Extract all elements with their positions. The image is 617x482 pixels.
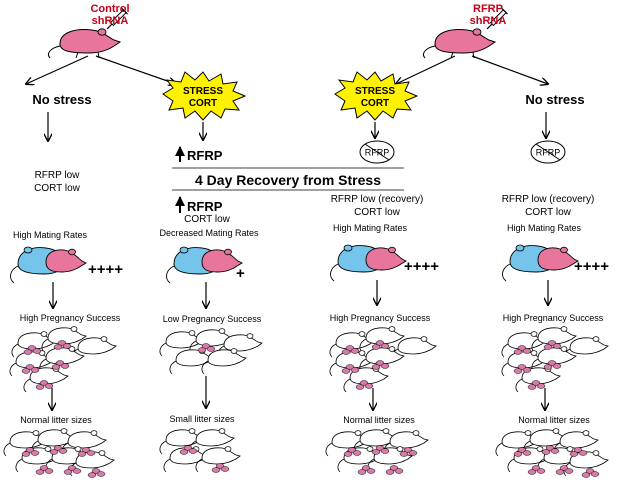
mating-pair-illustration — [330, 244, 407, 282]
mating-pair-illustration — [166, 246, 243, 284]
rfrp-blocked-icon: RFRP — [530, 140, 566, 164]
stress-burst: STRESS CORT — [162, 71, 247, 121]
mating-label: High Mating Rates — [13, 230, 88, 240]
mating-label: Decreased Mating Rates — [159, 228, 259, 238]
hormone-line-2: CORT low — [34, 183, 81, 194]
pregnancy-label: High Pregnancy Success — [20, 313, 121, 323]
hormone-line-1: RFRP low (recovery) — [502, 194, 595, 205]
hormone-line-1: RFRP low (recovery) — [331, 194, 424, 205]
rfrp-shrna-label-2: shRNA — [470, 15, 507, 27]
pregnant-mice-group — [9, 326, 117, 393]
litter-group — [159, 428, 241, 473]
hormone-line-2: CORT low — [525, 207, 572, 218]
no-stress-label: No stress — [32, 92, 91, 107]
arrow — [396, 55, 456, 84]
mating-marks: + — [236, 265, 245, 282]
mating-pair-illustration — [10, 246, 87, 284]
mating-pair-illustration — [502, 244, 579, 282]
rfrp-mouse — [422, 28, 497, 59]
pregnancy-label: High Pregnancy Success — [330, 313, 431, 323]
litter-label: Normal litter sizes — [20, 415, 92, 425]
recovery-banner: 4 Day Recovery from Stress — [195, 172, 381, 188]
pregnant-mice-group — [329, 326, 437, 393]
stress-burst: STRESS CORT — [334, 71, 419, 121]
stress-text: STRESS — [355, 86, 395, 97]
mating-marks: ++++ — [574, 258, 609, 275]
mating-label: High Mating Rates — [333, 223, 408, 233]
litter-label: Normal litter sizes — [343, 415, 415, 425]
pregnancy-label: High Pregnancy Success — [503, 313, 604, 323]
no-stress-label: No stress — [525, 92, 584, 107]
pregnancy-label: Low Pregnancy Success — [163, 314, 262, 324]
stress-text: STRESS — [183, 86, 223, 97]
litter-group — [3, 428, 115, 478]
litter-group — [325, 428, 429, 475]
mating-label: High Mating Rates — [507, 223, 582, 233]
syringe-icon — [106, 8, 128, 30]
control-shrna-label-1: Control — [90, 3, 129, 15]
arrow — [26, 55, 89, 84]
litter-label: Small litter sizes — [169, 414, 235, 424]
hormone-line-1: RFRP low — [35, 170, 81, 181]
rfrp-up-label: RFRP — [187, 148, 223, 163]
mating-marks: ++++ — [404, 258, 439, 275]
litter-label: Normal litter sizes — [518, 415, 590, 425]
arrow — [95, 55, 176, 84]
rfrp-blocked-icon: RFRP — [359, 140, 395, 164]
cort-text: CORT — [189, 98, 217, 109]
syringe-icon — [486, 8, 508, 30]
pregnant-mice-group — [159, 328, 263, 375]
litter-group — [495, 428, 609, 478]
mating-marks: ++++ — [88, 261, 123, 278]
hormone-line-2: CORT low — [184, 214, 231, 225]
arrow — [471, 55, 548, 84]
control-mouse — [47, 28, 122, 59]
hormone-line-1: RFRP — [187, 199, 223, 214]
pregnant-mice-group — [501, 326, 609, 393]
hormone-line-2: CORT low — [354, 207, 401, 218]
rfrp-shrna-label-1: RFRP — [473, 3, 503, 15]
cort-text: CORT — [361, 98, 389, 109]
control-shrna-label-2: shRNA — [92, 15, 129, 27]
